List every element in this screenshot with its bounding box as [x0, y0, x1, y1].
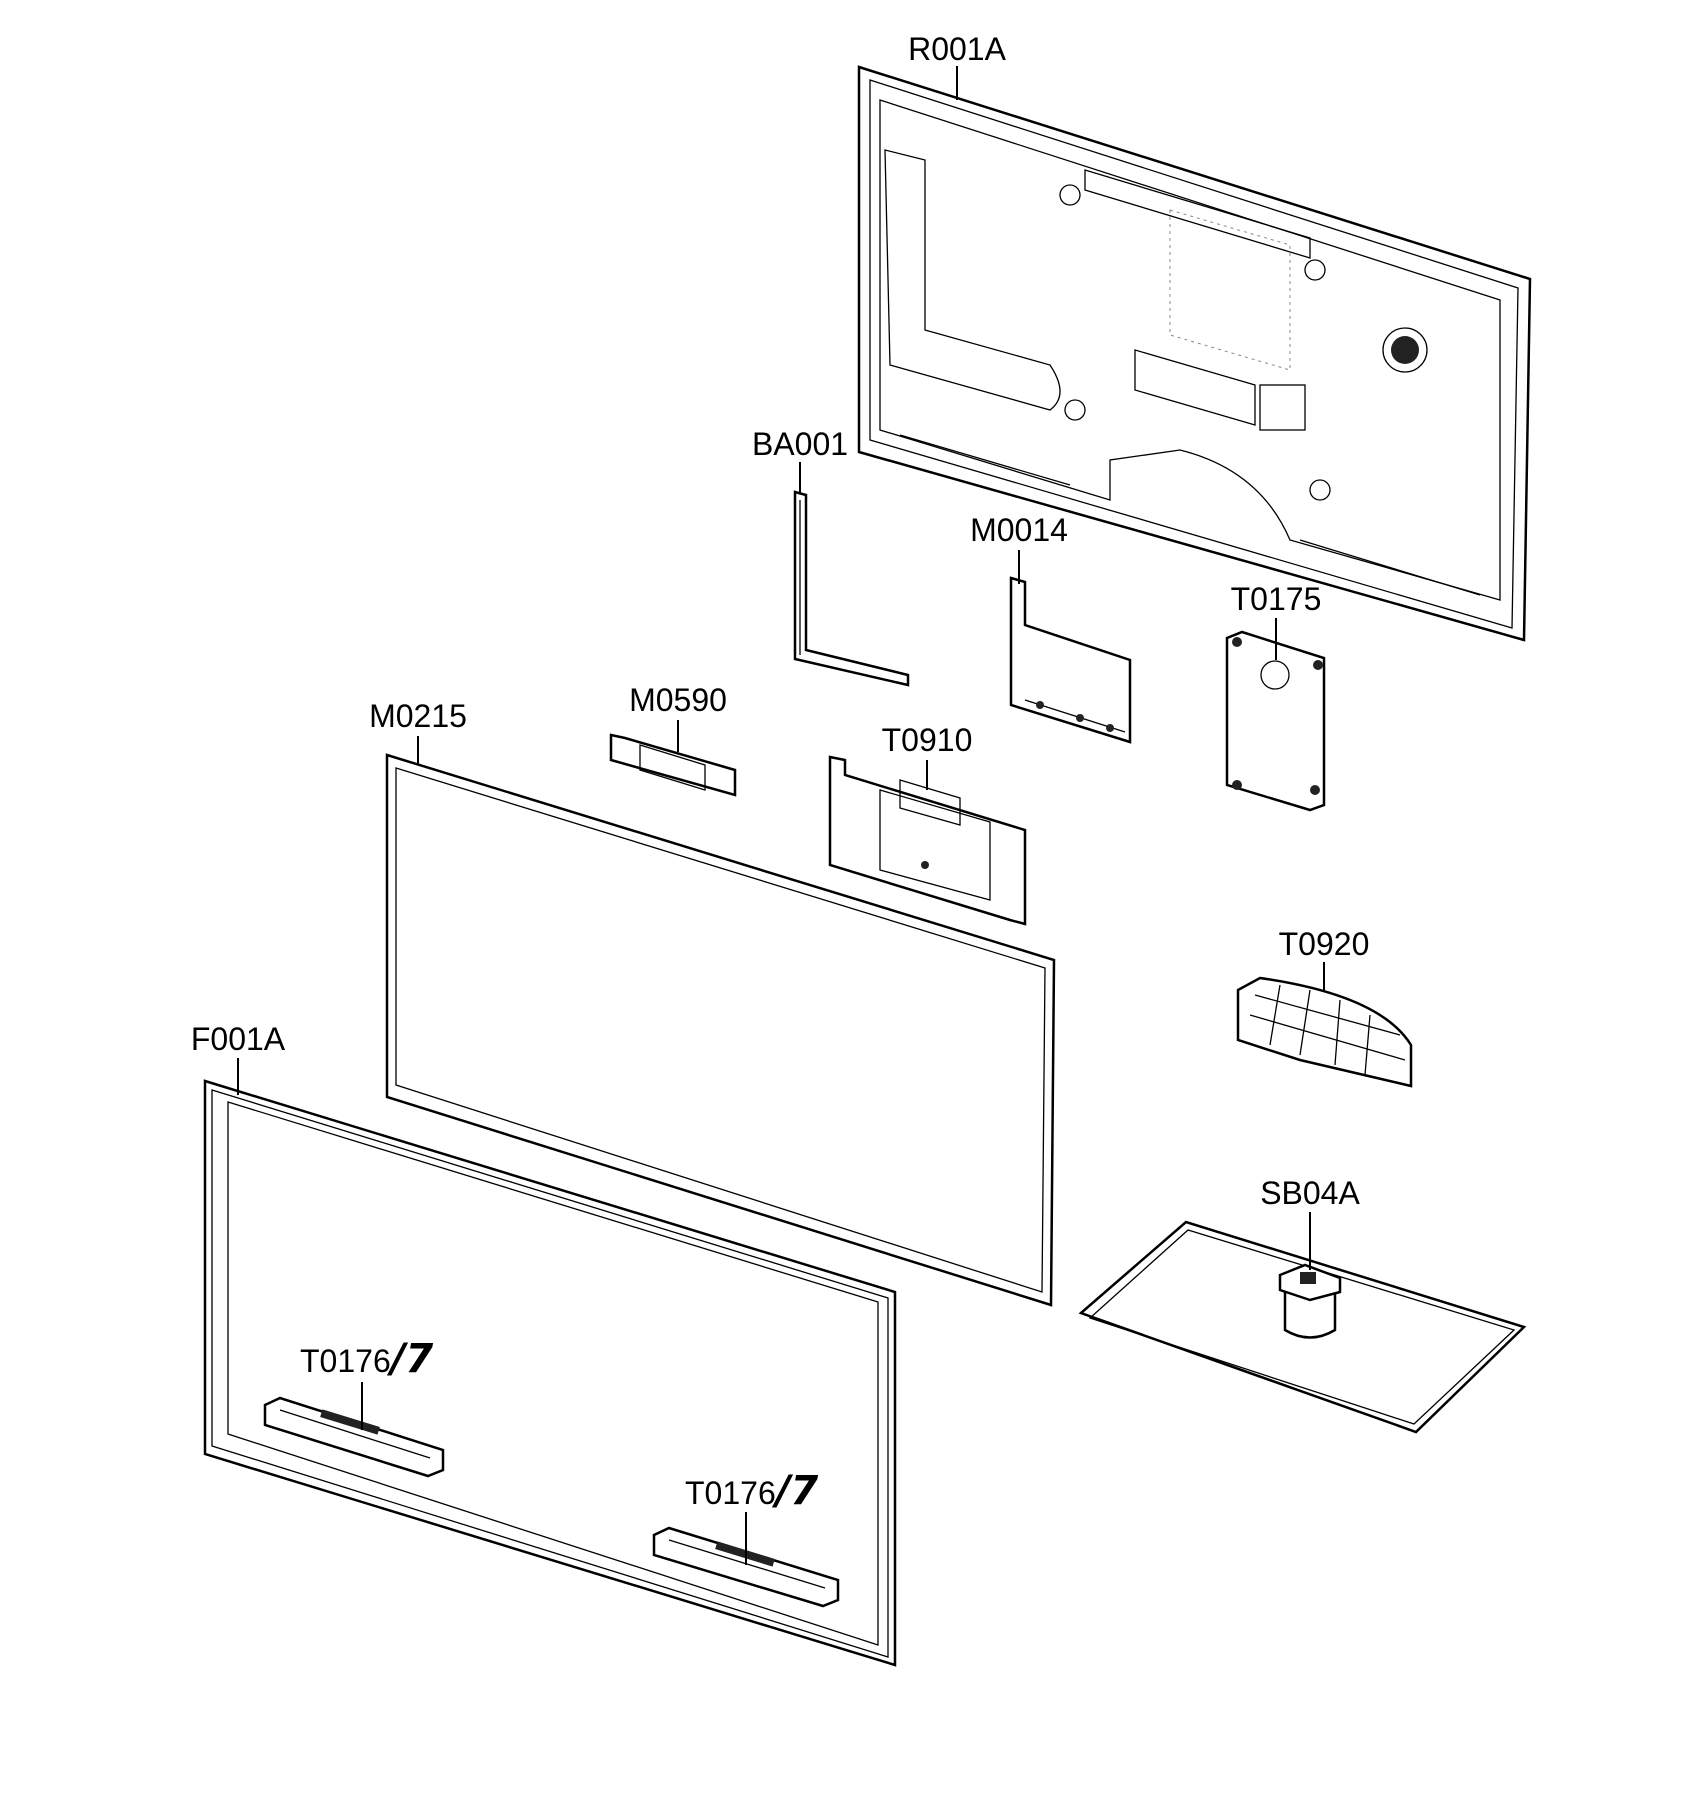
label-sb04a: SB04A [1260, 1175, 1360, 1211]
label-t0176-right: T0176/7 [685, 1468, 818, 1514]
part-ba001-bracket [793, 490, 910, 687]
label-r001a: R001A [908, 31, 1007, 67]
label-m0014: M0014 [970, 512, 1068, 548]
label-t0910: T0910 [882, 722, 973, 758]
part-m0215-panel [385, 753, 1056, 1307]
part-t0910-wall-bracket [828, 755, 1027, 926]
label-m0215: M0215 [369, 698, 467, 734]
label-t0176-left: T0176/7 [300, 1336, 433, 1382]
part-t0176-clip-left [263, 1396, 445, 1478]
part-rear-cover [857, 65, 1532, 642]
part-t0175-stand-plate [1225, 630, 1326, 812]
label-f001a: F001A [191, 1021, 286, 1057]
label-ba001: BA001 [752, 426, 848, 462]
label-t0920: T0920 [1279, 926, 1370, 962]
part-f001a-front-bezel [203, 1079, 897, 1667]
part-m0014-main-board [1009, 576, 1132, 744]
label-t0175: T0175 [1231, 581, 1322, 617]
part-t0920-stand-cover [1236, 976, 1413, 1088]
label-m0590: M0590 [629, 682, 727, 718]
part-m0590-bracket [609, 733, 737, 797]
part-sb04a-stand-base [1078, 1220, 1527, 1434]
